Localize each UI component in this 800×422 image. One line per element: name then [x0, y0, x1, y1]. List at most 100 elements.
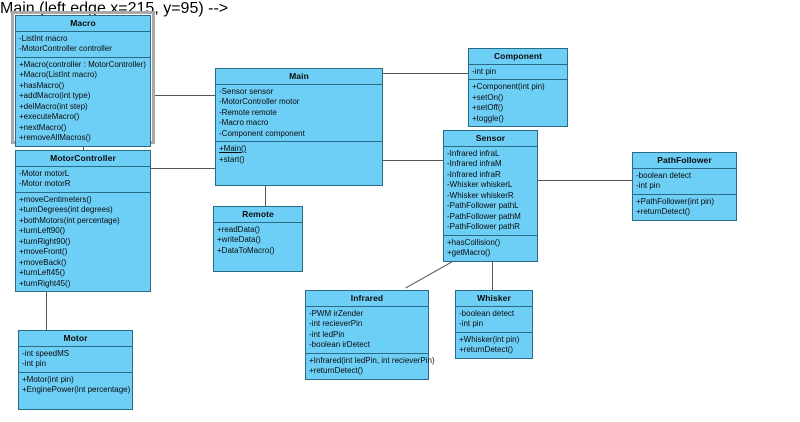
attribute-row: -PathFollower pathL: [447, 201, 519, 210]
class-operations-infrared: +Infrared(int ledPin, int recieverPin) +…: [306, 354, 435, 379]
class-operations-macro: +Macro(controller : MotorController) +Ma…: [16, 58, 150, 146]
attribute-row: -Whisker whiskerR: [447, 190, 514, 200]
class-operations-main: +Main() +start(): [216, 142, 382, 167]
class-attributes-sensor: -Infrared infraL -Infrared infraM -Infra…: [444, 147, 537, 236]
class-operations-whisker: +Whisker(int pin) +returnDetect(): [456, 333, 532, 358]
operation-row: +turnLeft45(): [19, 268, 66, 277]
class-box-pathfollower[interactable]: PathFollower -boolean detect -int pin +P…: [632, 152, 737, 221]
connector-macro-main: [152, 95, 215, 96]
attribute-row: -Infrared infraL: [447, 148, 500, 158]
operation-row: +delMacro(int step): [19, 101, 88, 111]
attribute-row: -ListInt macro: [19, 33, 68, 43]
operation-row: +readData(): [217, 224, 260, 234]
class-operations-component: +Component(int pin) +setOn() +setOff() +…: [469, 80, 567, 126]
operation-row: +Infrared(int ledPin, int recieverPin): [309, 355, 435, 365]
class-box-main[interactable]: Main -Sensor sensor -MotorController mot…: [215, 68, 383, 186]
operation-row: +Main(): [219, 144, 247, 153]
operation-row: +hasCollision(): [447, 237, 501, 247]
class-box-motorcontroller[interactable]: MotorController -Motor motorL -Motor mot…: [15, 150, 151, 292]
operation-row: +addMacro(int type): [19, 91, 91, 100]
class-title-sensor: Sensor: [444, 131, 537, 147]
connector-macro-motorcontroller: [83, 143, 84, 151]
attribute-row: -Infrared infraR: [447, 169, 501, 179]
class-attributes-motor: -int speedMS -int pin: [19, 347, 132, 373]
class-title-pathfollower: PathFollower: [633, 153, 736, 169]
attribute-row: -boolean detect: [636, 170, 692, 180]
operation-row: +Macro(controller : MotorController): [19, 59, 146, 69]
class-operations-remote: +readData() +writeData() +DataToMacro(): [214, 223, 302, 271]
operation-row: +Component(int pin): [472, 82, 545, 91]
attribute-row: -PathFollower pathR: [447, 222, 520, 231]
class-box-remote[interactable]: Remote +readData() +writeData() +DataToM…: [213, 206, 303, 272]
class-box-whisker[interactable]: Whisker -boolean detect -int pin +Whiske…: [455, 290, 533, 359]
connector-motorcontroller-main: [151, 168, 215, 169]
class-operations-pathfollower: +PathFollower(int pin) +returnDetect(): [633, 195, 736, 220]
attribute-row: -int pin: [472, 66, 497, 76]
class-attributes-component: -int pin: [469, 65, 567, 80]
class-attributes-motorcontroller: -Motor motorL -Motor motorR: [16, 167, 150, 193]
attribute-row: -int pin: [459, 319, 484, 328]
operation-row: +moveCentimeters(): [19, 194, 92, 204]
attribute-row: -Component component: [219, 128, 305, 138]
class-title-remote: Remote: [214, 207, 302, 223]
attribute-row: -int pin: [22, 359, 47, 368]
operation-row: +turnDegrees(int degrees): [19, 205, 113, 214]
operation-row: +DataToMacro(): [217, 245, 275, 255]
connector-sensor-pathfollower: [538, 180, 632, 181]
class-title-motorcontroller: MotorController: [16, 151, 150, 167]
connector-sensor-whisker: [492, 259, 493, 290]
attribute-row: -Macro macro: [219, 118, 269, 127]
class-operations-motorcontroller: +moveCentimeters() +turnDegrees(int degr…: [16, 193, 150, 292]
operation-row: +start(): [219, 154, 245, 164]
attribute-row: -int ledPin: [309, 329, 345, 339]
attribute-row: -Motor motorR: [19, 179, 71, 188]
class-box-sensor[interactable]: Sensor -Infrared infraL -Infrared infraM…: [443, 130, 538, 262]
connector-motorcontroller-motor: [46, 272, 47, 330]
operation-row: +Motor(int pin): [22, 374, 74, 384]
class-box-macro[interactable]: Macro -ListInt macro -MotorController co…: [15, 15, 151, 147]
operation-row: +removeAllMacros(): [19, 133, 91, 142]
class-attributes-whisker: -boolean detect -int pin: [456, 307, 532, 333]
operation-row: +setOff(): [472, 103, 504, 112]
operation-row: +bothMotors(int percentage): [19, 215, 120, 225]
class-operations-sensor: +hasCollision() +getMacro(): [444, 236, 537, 261]
attribute-row: -boolean detect: [459, 308, 515, 318]
attribute-row: -Motor motorL: [19, 168, 70, 178]
operation-row: +turnLeft90(): [19, 226, 66, 235]
class-title-main: Main: [216, 69, 382, 85]
class-title-component: Component: [469, 49, 567, 65]
operation-row: +executeMacro(): [19, 112, 80, 121]
operation-row: +moveBack(): [19, 257, 67, 267]
class-attributes-main: -Sensor sensor -MotorController motor -R…: [216, 85, 382, 142]
attribute-row: -Whisker whiskerL: [447, 180, 513, 189]
attribute-row: -boolean irDetect: [309, 340, 370, 349]
attribute-row: -MotorController controller: [19, 44, 112, 53]
operation-row: +getMacro(): [447, 248, 491, 257]
class-box-motor[interactable]: Motor -int speedMS -int pin +Motor(int p…: [18, 330, 133, 410]
connector-main-component-h: [383, 73, 468, 74]
operation-row: +Whisker(int pin): [459, 334, 520, 344]
attribute-row: -Sensor sensor: [219, 86, 274, 96]
attribute-row: -int recieverPin: [309, 319, 363, 328]
class-box-infrared[interactable]: Infrared -PWM irZender -int recieverPin …: [305, 290, 435, 380]
class-box-component[interactable]: Component -int pin +Component(int pin) +…: [468, 48, 568, 127]
operation-row: +setOn(): [472, 92, 504, 102]
attribute-row: -Remote remote: [219, 107, 277, 117]
operation-row: +turnRight45(): [19, 278, 71, 288]
attribute-row: -Infrared infraM: [447, 159, 502, 168]
attribute-row: -MotorController motor: [219, 97, 300, 106]
operation-row: +PathFollower(int pin): [636, 196, 715, 206]
attribute-row: -PWM irZender: [309, 308, 364, 318]
operation-row: +Macro(ListInt macro): [19, 70, 98, 79]
class-attributes-infrared: -PWM irZender -int recieverPin -int ledP…: [306, 307, 428, 354]
operation-row: +writeData(): [217, 235, 261, 244]
connector-sensor-infrared: [405, 258, 458, 289]
operation-row: +EnginePower(int percentage): [22, 385, 131, 394]
operation-row: +nextMacro(): [19, 122, 67, 132]
operation-row: +turnRight90(): [19, 236, 71, 246]
class-attributes-macro: -ListInt macro -MotorController controll…: [16, 32, 150, 58]
operation-row: +returnDetect(): [309, 366, 364, 375]
class-title-whisker: Whisker: [456, 291, 532, 307]
operation-row: +returnDetect(): [636, 207, 691, 216]
